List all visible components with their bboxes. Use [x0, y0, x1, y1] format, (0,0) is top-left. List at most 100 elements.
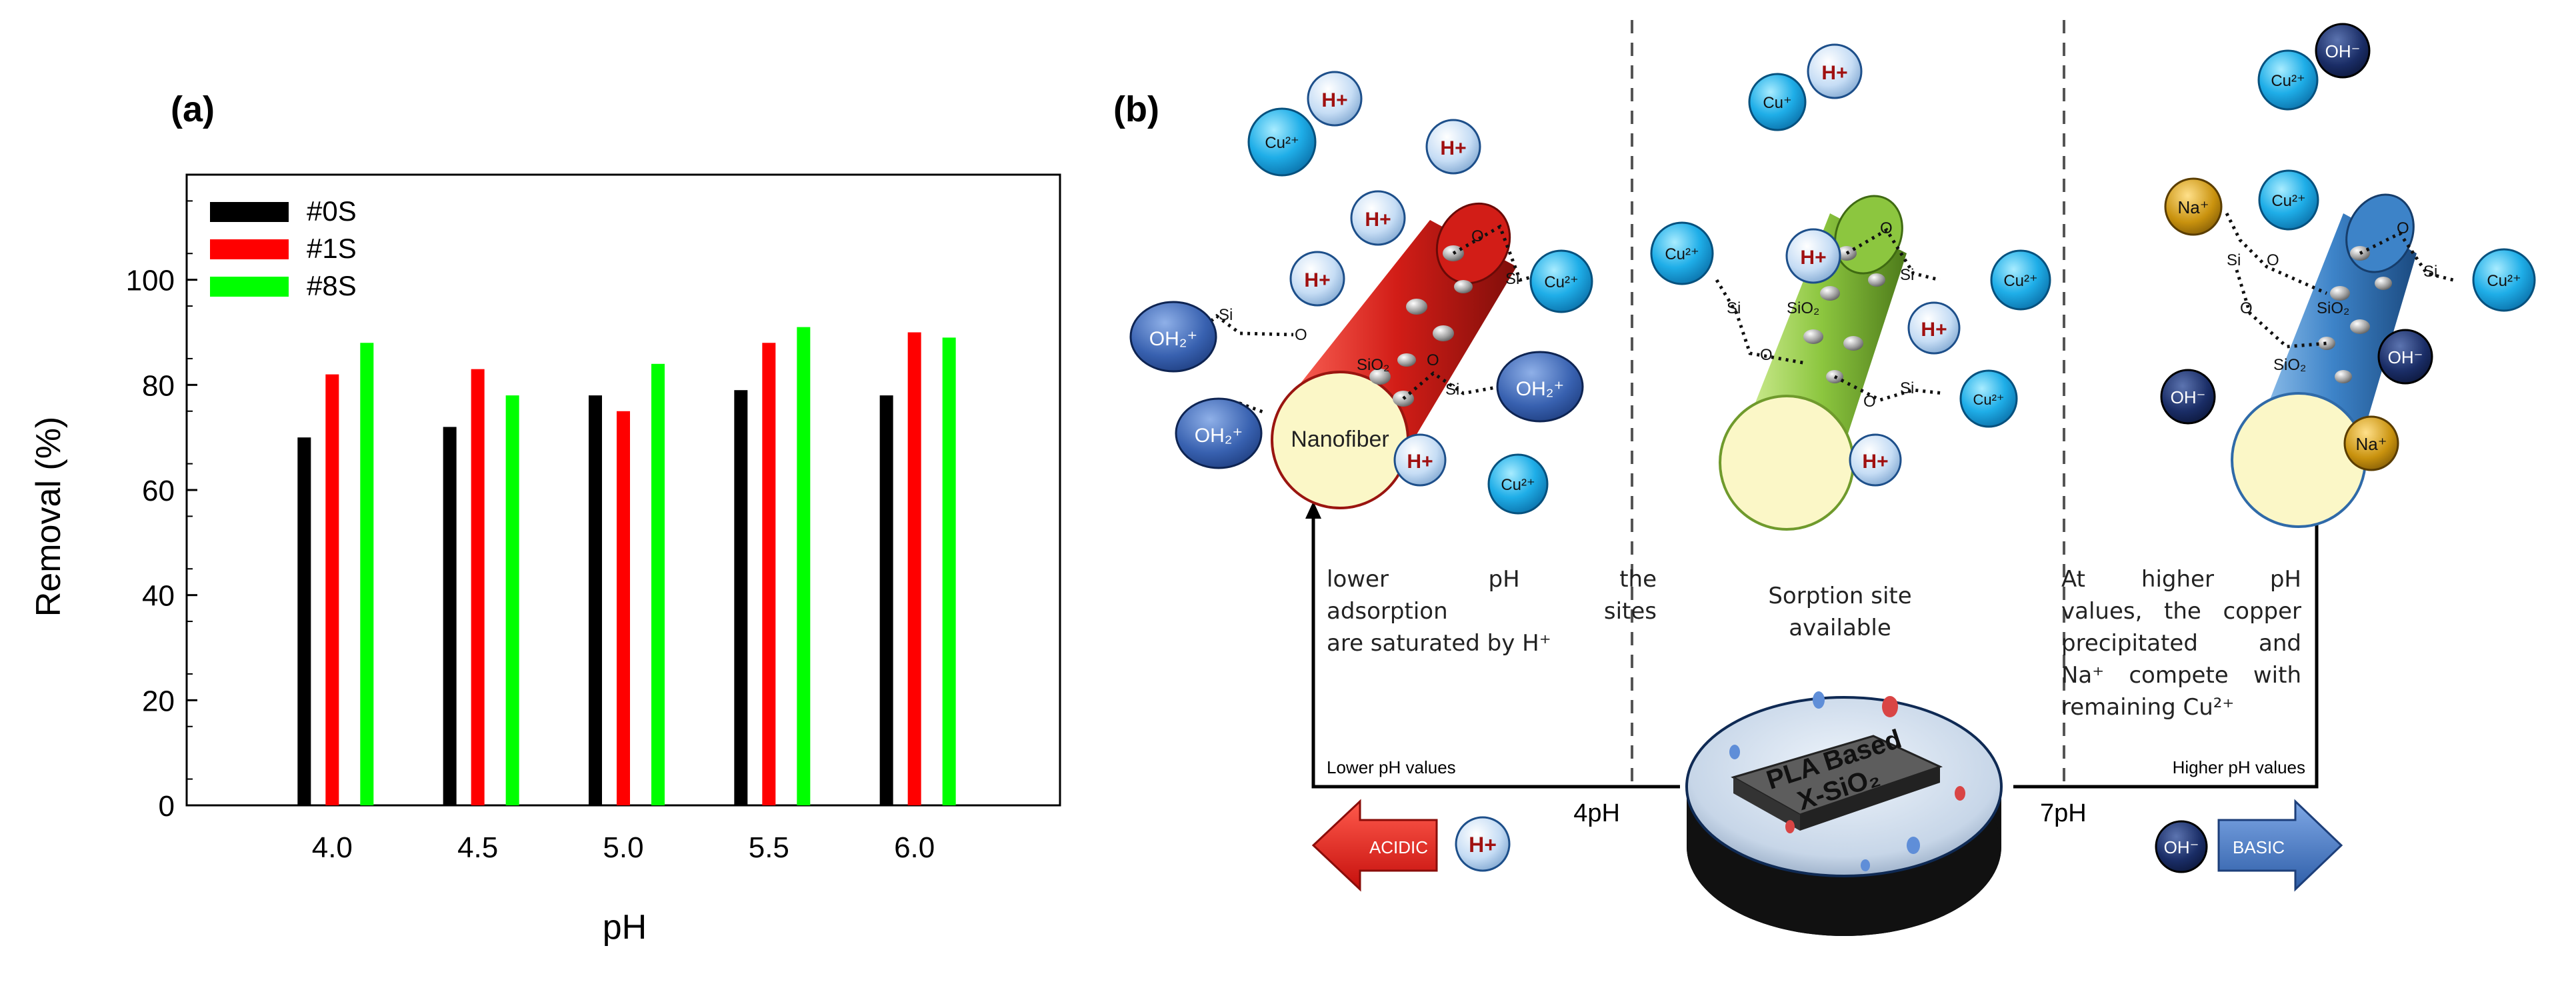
legend-label: #8S [307, 270, 357, 301]
acidic-label: ACIDIC [1369, 837, 1428, 857]
sio2-label-acidic: SiO₂ [1357, 356, 1389, 374]
svg-text:Cu²⁺: Cu²⁺ [2487, 272, 2521, 290]
bar-s0S [734, 390, 748, 805]
bar-s8S [360, 343, 374, 805]
bar-s8S [505, 395, 519, 805]
bar-s1S [907, 332, 921, 805]
bar-s0S [879, 395, 893, 805]
left-description-line: adsorption sites [1327, 598, 1657, 625]
svg-text:H+: H+ [1304, 269, 1330, 291]
svg-text:H+: H+ [1469, 833, 1497, 857]
svg-text:OH⁻: OH⁻ [2388, 347, 2423, 367]
fiber-neutral: SiO₂ Si Si Si O O O [1715, 195, 1944, 531]
svg-text:OH₂⁺: OH₂⁺ [1149, 328, 1197, 350]
svg-text:Cu²⁺: Cu²⁺ [2271, 72, 2305, 90]
o-label-acidic-1: O [1295, 326, 1307, 344]
svg-text:OH₂⁺: OH₂⁺ [1516, 378, 1564, 400]
bar-s1S [471, 369, 485, 805]
legend-label: #0S [307, 195, 357, 227]
cu2-ion: Cu²⁺ [2257, 49, 2319, 111]
y-tick-label: 100 [126, 265, 175, 297]
cu2-ion: Cu²⁺ [2258, 169, 2319, 231]
higher-ph-label: Higher pH values [2173, 757, 2305, 777]
o-label-acidic-3: O [1427, 351, 1439, 369]
pla-disc: PLA Based X-SiO₂ [1685, 691, 2003, 936]
svg-text:OH⁻: OH⁻ [2325, 41, 2361, 61]
h-ion: H+ [1307, 71, 1363, 127]
svg-text:Cu²⁺: Cu²⁺ [2271, 192, 2305, 210]
fiber-acidic: Nanofiber SiO₂ Si O Si Si O O [1199, 202, 1542, 509]
nanofiber-label: Nanofiber [1291, 427, 1389, 452]
h-ion: H+ [1849, 433, 1902, 487]
y-tick-label: 0 [159, 790, 175, 823]
bar-s8S [942, 337, 956, 806]
bar-s1S [762, 343, 776, 805]
na-ion: Na⁺ [2343, 415, 2399, 471]
lower-ph-arrowhead [1305, 501, 1321, 519]
x-tick-label: 4.0 [312, 831, 353, 864]
cu2-ion: Cu²⁺ [1990, 249, 2051, 311]
x-axis-label: pH [603, 908, 647, 947]
svg-text:H+: H+ [1407, 451, 1433, 473]
svg-text:H+: H+ [1862, 451, 1888, 473]
left-description-line: lower pH the [1327, 566, 1657, 593]
si-label-acidic-1: Si [1219, 306, 1233, 324]
right-description-line: At higher pH [2061, 566, 2301, 593]
h-ion: H+ [1425, 119, 1481, 175]
h-ion: H+ [1807, 43, 1863, 99]
svg-text:Cu²⁺: Cu²⁺ [1973, 391, 2004, 408]
right-description-line: precipitated and [2061, 630, 2301, 657]
svg-text:Cu⁺: Cu⁺ [1763, 94, 1791, 112]
y-tick-label: 20 [142, 685, 175, 717]
ph-right-label: 7pH [2040, 799, 2087, 827]
lower-ph-label: Lower pH values [1327, 757, 1456, 777]
y-axis-label: Removal (%) [29, 417, 68, 617]
h-ion: H+ [1785, 228, 1841, 284]
right-description-line: Na⁺ compete with [2061, 662, 2301, 689]
h-ion: H+ [1350, 190, 1406, 246]
bars [297, 327, 956, 806]
svg-text:H+: H+ [1365, 209, 1391, 231]
middle-description: Sorption site available [1727, 580, 1953, 644]
left-description: lower pH the adsorption sites are satura… [1327, 563, 1657, 659]
svg-text:H+: H+ [1821, 62, 1847, 84]
svg-text:OH₂⁺: OH₂⁺ [1195, 425, 1243, 447]
svg-text:Cu²⁺: Cu²⁺ [1265, 134, 1299, 152]
legend-label: #1S [307, 233, 357, 264]
legend-swatch [210, 239, 289, 259]
legend-swatch [210, 202, 289, 222]
svg-text:H+: H+ [1800, 247, 1826, 269]
lower-ph-arrow [1311, 517, 1680, 789]
svg-text:OH⁻: OH⁻ [2164, 837, 2199, 857]
x-tick-label: 5.0 [603, 831, 643, 864]
legend-swatch [210, 277, 289, 297]
cu-ion: Cu⁺ [1748, 73, 1807, 131]
right-description-line: remaining Cu²⁺ [2061, 694, 2235, 721]
left-description-line: are saturated by H⁺ [1327, 630, 1551, 657]
si-label-basic-2: Si [2423, 263, 2437, 281]
bar-s0S [297, 437, 311, 805]
h-ion: H+ [1289, 251, 1345, 307]
right-description: At higher pH values, the copper precipit… [2061, 563, 2301, 723]
fiber-basic: SiO₂ SiO₂ Si Si O O O [2225, 193, 2454, 528]
na-ion: Na⁺ [2164, 177, 2223, 236]
oh-ion: OH⁻ [2377, 329, 2433, 385]
svg-text:Cu²⁺: Cu²⁺ [1501, 476, 1535, 494]
oh2-ion: OH₂⁺ [1496, 351, 1584, 423]
oh-ion-basic: OH⁻ [2155, 820, 2208, 873]
svg-text:H+: H+ [1321, 89, 1347, 111]
oh2-ion: OH₂⁺ [1175, 397, 1263, 469]
svg-text:Cu²⁺: Cu²⁺ [1665, 245, 1699, 263]
panel-b-schematic: (b) Lower pH values Higher pH values 4pH… [1093, 0, 2576, 979]
si-label-neutral-1: Si [1727, 299, 1741, 317]
svg-text:Na⁺: Na⁺ [2178, 197, 2209, 217]
sio2-label-basic-2: SiO₂ [2273, 356, 2306, 374]
x-tick-label: 5.5 [749, 831, 789, 864]
svg-text:Cu²⁺: Cu²⁺ [1544, 273, 1578, 291]
svg-text:Na⁺: Na⁺ [2356, 434, 2387, 454]
oh2-ion: OH₂⁺ [1129, 301, 1217, 373]
